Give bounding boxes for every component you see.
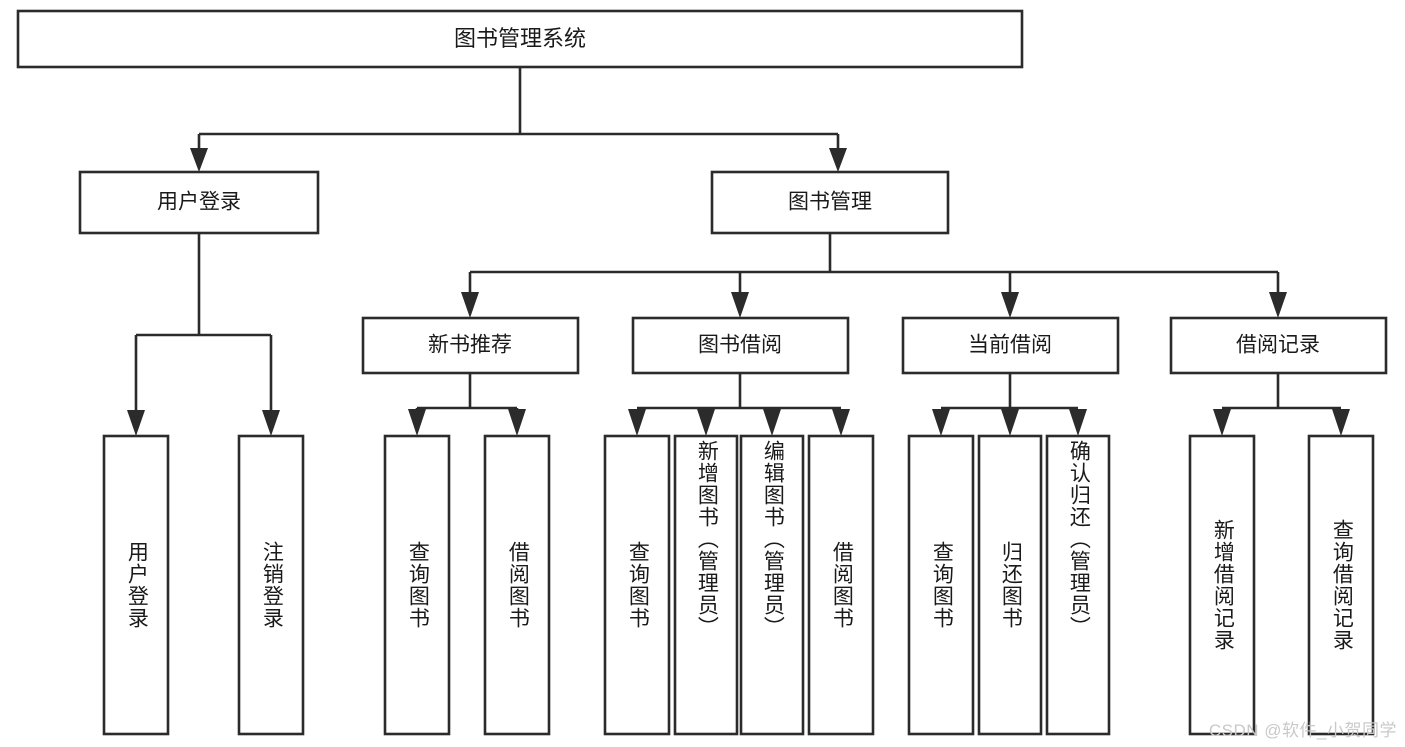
leaf-add-record-rect[interactable] [1188,434,1256,736]
leaf-confirm-return-rect[interactable] [1045,434,1111,736]
edges-group [127,67,1350,436]
arrow-leaf-return-book [1001,409,1019,436]
arrow-leaf-query-book-2 [628,409,646,436]
node-borrow-record[interactable]: 借阅记录 [1169,316,1388,375]
leaf-user-login-rect[interactable] [102,434,170,736]
leaf-query-book-2-rect[interactable] [603,434,671,736]
arrow-leaf-add-book [697,409,715,436]
node-book-management-label: 图书管理 [788,191,872,214]
arrow-leaf-confirm-return [1069,409,1087,436]
leaf-borrow-book-2-rect[interactable] [807,434,875,736]
node-current-borrow-rect[interactable] [901,316,1120,375]
leaf-borrow-book-1-rect[interactable] [483,434,551,736]
node-current-borrow-label: 当前借阅 [968,334,1052,357]
arrow-leaf-add-record [1213,409,1231,436]
arrow-leaf-query-record [1332,409,1350,436]
arrow-leaf-logout-login [262,410,280,436]
arrow-book-management [829,148,847,172]
node-root-rect[interactable] [16,9,1024,69]
node-borrow-record-label: 借阅记录 [1236,334,1320,357]
node-book-borrow[interactable]: 图书借阅 [631,316,850,375]
node-user-login[interactable]: 用户登录 [78,170,320,235]
node-current-borrow[interactable]: 当前借阅 [901,316,1120,375]
leaf-return-book-rect[interactable] [977,434,1043,736]
node-user-login-rect[interactable] [78,170,320,235]
node-root-label: 图书管理系统 [454,26,586,51]
arrow-leaf-query-book-1 [408,409,426,436]
arrow-leaf-borrow-book-1 [508,409,526,436]
leaf-edit-book-rect[interactable] [739,434,805,736]
node-book-borrow-rect[interactable] [631,316,850,375]
arrow-leaf-edit-book [763,409,781,436]
arrow-leaf-user-login [127,410,145,436]
arrow-borrow-record [1269,292,1287,318]
node-book-borrow-label: 图书借阅 [698,334,782,357]
arrow-book-borrow [731,292,749,318]
leaf-add-book-rect[interactable] [673,434,739,736]
leaf-query-book-1-rect[interactable] [383,434,451,736]
leaf-query-book-3-rect[interactable] [907,434,975,736]
arrow-new-book-recommend [461,292,479,318]
node-new-book-recommend[interactable]: 新书推荐 [361,316,580,375]
node-new-book-recommend-rect[interactable] [361,316,580,375]
node-book-management-rect[interactable] [710,170,950,235]
arrow-leaf-query-book-3 [932,409,950,436]
node-borrow-record-rect[interactable] [1169,316,1388,375]
node-book-management[interactable]: 图书管理 [710,170,950,235]
leaf-nodes-group [102,434,1375,736]
arrow-leaf-borrow-book-2 [832,409,850,436]
leaf-query-record-rect[interactable] [1307,434,1375,736]
csdn-watermark: CSDN @软件_小贺同学 [1208,721,1397,740]
node-new-book-recommend-label: 新书推荐 [428,334,512,357]
leaf-logout-login-rect[interactable] [237,434,305,736]
arrow-current-borrow [1001,292,1019,318]
node-root[interactable]: 图书管理系统 [16,9,1024,69]
node-user-login-label: 用户登录 [157,191,241,214]
arrow-user-login [190,148,208,172]
